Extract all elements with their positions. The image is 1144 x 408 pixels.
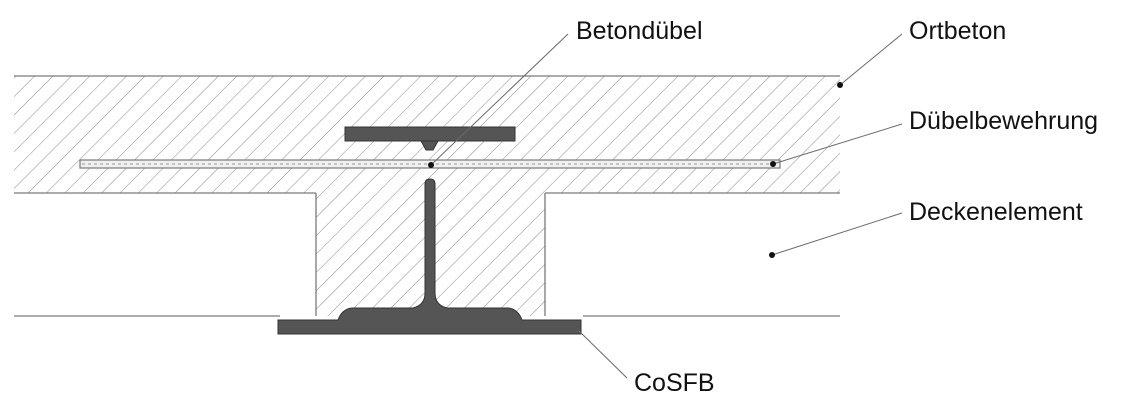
- leader-dots: [428, 82, 843, 258]
- dot-deckenelement: [769, 252, 775, 258]
- cosfb-steel-section: [277, 178, 582, 335]
- leader-duebelbewehrung: [772, 123, 903, 165]
- steel-top-flange: [344, 126, 516, 151]
- label-duebelbewehrung: Dübelbewehrung: [909, 107, 1098, 135]
- leader-cosfb: [577, 329, 628, 379]
- leader-deckenelement: [771, 212, 903, 256]
- label-ortbeton: Ortbeton: [909, 17, 1006, 45]
- dot-duebelbewehrung: [770, 161, 776, 167]
- leader-betonduebel: [430, 33, 569, 166]
- leader-ortbeton: [839, 33, 903, 86]
- label-deckenelement: Deckenelement: [909, 198, 1083, 226]
- label-betonduebel: Betondübel: [576, 17, 703, 45]
- dot-betonduebel: [428, 162, 434, 168]
- dot-ortbeton: [837, 82, 843, 88]
- label-cosfb: CoSFB: [634, 369, 715, 397]
- leader-lines: [430, 33, 903, 379]
